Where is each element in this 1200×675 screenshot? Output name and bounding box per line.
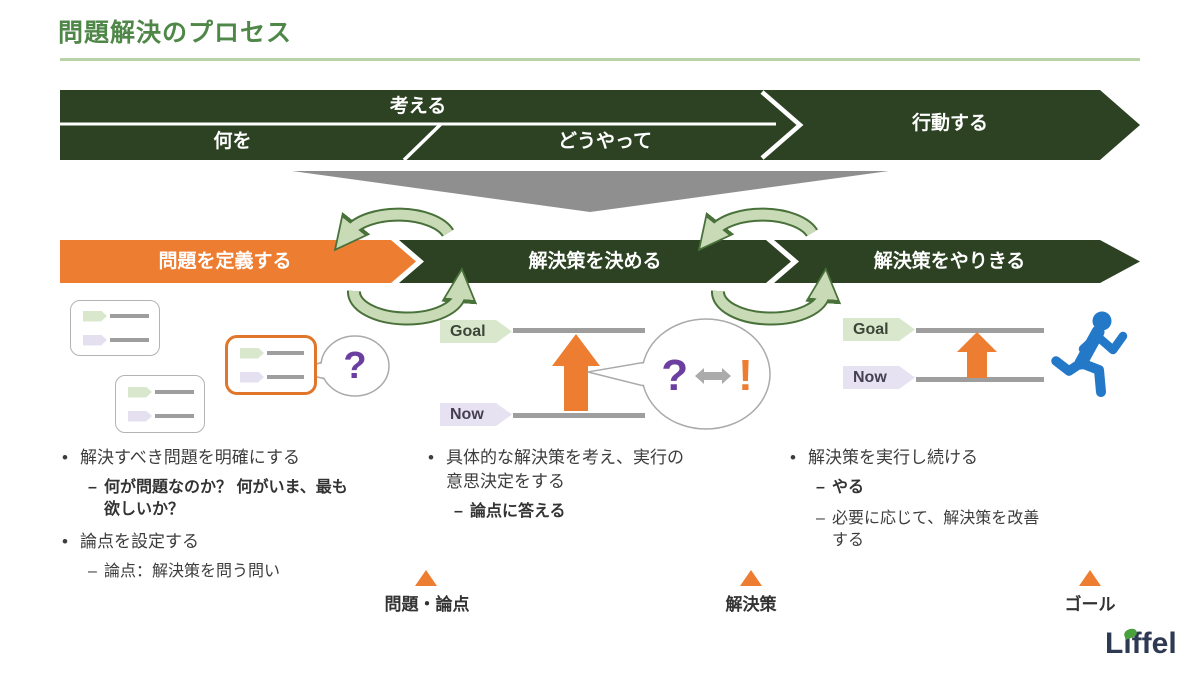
marker-label-goal: ゴール: [1064, 595, 1116, 614]
define-bullets: •解決すべき問題を明確にする –何が問題なのか？ 何がいま、最も欲しいか？ •論…: [62, 446, 372, 592]
list-item-text: 解決すべき問題を明確にする: [80, 448, 300, 467]
bullet-glyph: •: [62, 532, 68, 551]
decide-bullets: • 具体的な解決策を考え、実行の意思決定をする –論点に答える: [428, 446, 690, 532]
liffel-logo: Liffel: [1105, 627, 1177, 660]
purple-tag-icon: [128, 410, 152, 422]
line: [267, 375, 304, 379]
execute-bullets: • 解決策を実行し続ける –やる –必要に応じて、解決策を改善する: [790, 446, 1090, 561]
banner-label-think: 考える: [389, 96, 447, 117]
green-tag-icon: [128, 386, 152, 398]
step-label-execute: 解決策をやりきる: [873, 251, 1026, 272]
up-arrow-decide: [552, 334, 600, 411]
now-line-decide: [513, 413, 645, 418]
task-card-1: [70, 300, 160, 356]
list-item: –やる: [816, 477, 1090, 499]
line: [110, 314, 149, 318]
card-row: [128, 386, 194, 398]
dash-glyph: –: [88, 479, 97, 496]
goal-tag-execute: Goal: [843, 318, 915, 341]
list-item: –何が問題なのか？ 何がいま、最も欲しいか？: [88, 477, 356, 521]
list-item-text: やる: [832, 479, 865, 496]
dash-glyph: –: [88, 563, 97, 580]
exclaim-glyph: !: [738, 351, 753, 400]
marker-triangle-solution: [740, 570, 762, 586]
runner-icon: [1051, 311, 1128, 397]
now-line-execute: [916, 377, 1044, 382]
line: [267, 351, 304, 355]
list-item-text: 必要に応じて、解決策を改善する: [832, 510, 1040, 549]
card-row: [83, 310, 149, 322]
list-item: –論点に答える: [454, 501, 690, 523]
question-glyph: ?: [661, 351, 689, 400]
marker-label-issue: 問題・論点: [384, 595, 470, 614]
goal-tag-decide: Goal: [440, 320, 512, 343]
list-item-text: 論点を設定する: [80, 532, 199, 551]
list-item-text: 具体的な解決策を考え、実行の意思決定をする: [446, 448, 684, 491]
now-tag-decide: Now: [440, 403, 512, 426]
marker-triangle-goal: [1079, 570, 1101, 586]
task-card-2: [115, 375, 205, 433]
dash-glyph: –: [816, 479, 825, 496]
list-item: –必要に応じて、解決策を改善する: [816, 508, 1052, 552]
purple-tag-icon: [83, 334, 107, 346]
step-label-define: 問題を定義する: [158, 251, 292, 272]
title-underline: [60, 58, 1140, 61]
goal-line-execute: [916, 328, 1044, 333]
list-item: • 具体的な解決策を考え、実行の意思決定をする: [428, 446, 690, 494]
down-arrow: [292, 171, 889, 212]
marker-triangle-issue: [415, 570, 437, 586]
banner-label-how: どうやって: [557, 131, 653, 152]
banner-label-act: 行動する: [911, 113, 988, 134]
banner-label-what: 何を: [213, 131, 252, 152]
goal-line-decide: [513, 328, 645, 333]
list-item-text: 論点：解決策を問う問い: [104, 563, 281, 580]
dash-glyph: –: [454, 503, 463, 520]
bullet-glyph: •: [428, 448, 434, 467]
line: [155, 390, 194, 394]
now-tag-execute: Now: [843, 366, 915, 389]
list-item: –論点：解決策を問う問い: [88, 561, 356, 583]
list-item: • 解決すべき問題を明確にする: [62, 446, 372, 470]
purple-tag-icon: [240, 371, 264, 383]
marker-label-solution: 解決策: [725, 595, 777, 614]
card-row: [240, 347, 304, 359]
page-title: 問題解決のプロセス: [58, 19, 293, 47]
card-row: [240, 371, 304, 383]
line: [110, 338, 149, 342]
dash-glyph: –: [816, 510, 825, 527]
card-row: [83, 334, 149, 346]
step-label-decide: 解決策を決める: [528, 251, 662, 272]
bullet-glyph: •: [790, 448, 796, 467]
bullet-glyph: •: [62, 448, 68, 467]
question-glyph: ?: [343, 345, 367, 387]
green-tag-icon: [83, 310, 107, 322]
green-tag-icon: [240, 347, 264, 359]
double-arrow-icon: [695, 368, 732, 384]
list-item-text: 論点に答える: [470, 503, 566, 520]
list-item: • 論点を設定する: [62, 530, 372, 554]
list-item-text: 何が問題なのか？ 何がいま、最も欲しいか？: [104, 479, 348, 518]
list-item: • 解決策を実行し続ける: [790, 446, 1090, 470]
task-card-selected: [225, 335, 317, 395]
card-row: [128, 410, 194, 422]
banner-diagonal-divider: [402, 122, 443, 162]
line: [155, 414, 194, 418]
up-arrow-execute: [957, 332, 997, 378]
question-exclaim-content: ? !: [648, 350, 766, 402]
list-item-text: 解決策を実行し続ける: [808, 448, 978, 467]
